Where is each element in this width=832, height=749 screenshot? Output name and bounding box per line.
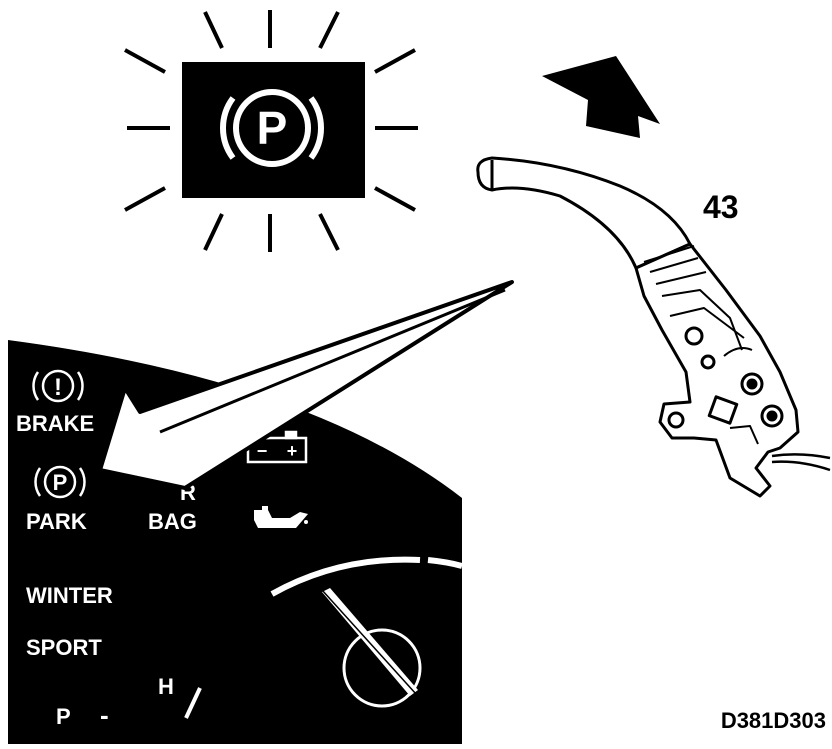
gauge-arc	[270, 556, 421, 597]
gear-label: P	[56, 704, 71, 729]
temp-label: H	[158, 674, 174, 699]
brake-label: BRAKE	[16, 411, 94, 436]
park-symbol: P	[53, 470, 68, 495]
battery-minus: −	[257, 441, 268, 461]
gear-dash: -	[100, 700, 109, 730]
battery-plus: +	[287, 441, 298, 461]
park-warning-icon	[34, 465, 86, 499]
brake-symbol: !	[54, 374, 62, 401]
brake-warning-icon	[32, 369, 84, 403]
callout-arrow	[98, 280, 514, 490]
lever-grip	[476, 156, 692, 270]
figure-code: D381D303	[721, 708, 826, 733]
warning-light-panel	[182, 62, 365, 198]
parking-brake-warning-light: P	[124, 10, 418, 252]
callout-number: 43	[703, 189, 739, 225]
park-brake-symbol-icon	[220, 89, 324, 167]
winter-label: WINTER	[26, 583, 113, 608]
gauge-hub	[342, 628, 422, 708]
parking-brake-lever	[476, 156, 831, 498]
sport-label: SPORT	[26, 635, 102, 660]
light-rays	[124, 10, 418, 252]
airbag-label-bottom: BAG	[148, 509, 197, 534]
temp-gauge-tick	[184, 687, 202, 719]
pull-up-arrow-icon	[542, 56, 660, 138]
warning-light-symbol: P	[257, 102, 288, 154]
gauge-arc-end	[427, 557, 463, 569]
park-label: PARK	[26, 509, 87, 534]
oil-pressure-icon	[254, 506, 308, 528]
lever-arm	[634, 242, 800, 498]
